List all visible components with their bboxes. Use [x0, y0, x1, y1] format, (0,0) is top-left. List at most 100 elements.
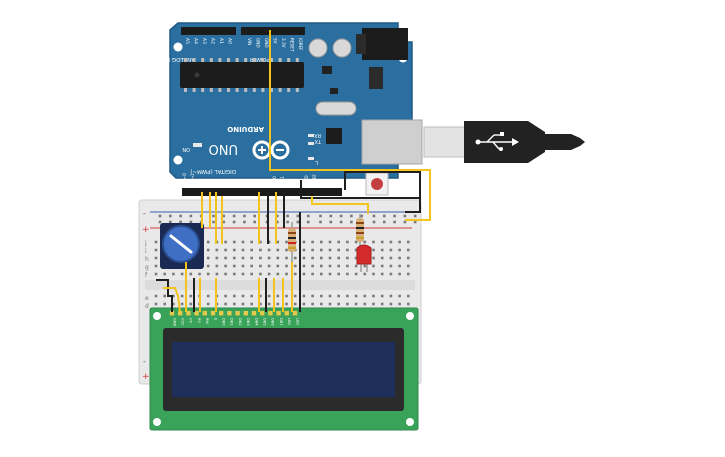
digital-header-high	[255, 188, 342, 196]
breadboard-hole	[302, 302, 306, 306]
rail-plus-label-bottom: +	[142, 372, 150, 382]
breadboard-hole	[311, 240, 314, 244]
breadboard-hole	[293, 272, 297, 276]
breadboard-hole	[328, 302, 332, 306]
power-pin-label: GND	[264, 38, 269, 48]
digital-pin-label: ~10	[272, 176, 277, 185]
wires	[156, 30, 431, 313]
breadboard-hole	[276, 256, 280, 260]
breadboard-hole	[267, 302, 271, 306]
breadboard-hole	[354, 256, 358, 260]
breadboard-hole	[241, 248, 245, 252]
digital-pin-label: AREF	[312, 174, 317, 185]
lcd-screen	[172, 342, 395, 397]
breadboard-hole	[354, 248, 358, 252]
potentiometer[interactable]	[160, 223, 204, 269]
rail-hole	[189, 214, 193, 218]
breadboard-hole	[398, 240, 401, 244]
breadboard-hole	[293, 294, 297, 298]
breadboard-hole	[302, 248, 306, 252]
breadboard-hole	[372, 256, 375, 260]
led-rx-label: RX	[314, 132, 321, 138]
breadboard-hole	[380, 256, 384, 260]
breadboard-hole	[354, 272, 358, 276]
digital-pin-label: 4	[214, 182, 219, 185]
lcd-pin-label: RS	[197, 318, 201, 323]
rail-hole	[222, 214, 226, 218]
rail-hole	[403, 220, 407, 224]
breadboard-hole	[276, 248, 280, 252]
breadboard-hole	[154, 302, 158, 306]
breadboard-hole	[354, 264, 358, 268]
breadboard-hole	[311, 302, 314, 306]
breadboard-hole	[259, 302, 262, 306]
chip-leg	[270, 88, 273, 92]
lcd-pin	[284, 311, 289, 316]
breadboard-hole	[267, 240, 271, 244]
lcd-pin-label: DB4	[254, 318, 258, 326]
digital-pin-label: ~6	[230, 178, 235, 185]
breadboard-hole	[372, 272, 375, 276]
breadboard-hole	[259, 272, 262, 276]
digital-pin-label: 12	[288, 179, 293, 185]
lcd-pin	[260, 311, 265, 316]
digital-pin-label: TX→1	[190, 173, 195, 186]
breadboard-hole	[206, 248, 210, 252]
lcd-pin-label: DB5	[263, 318, 267, 326]
breadboard-hole	[233, 302, 236, 306]
lcd-pin-label: VCC	[181, 318, 185, 326]
breadboard-hole	[293, 256, 297, 260]
rail-hole	[232, 214, 236, 218]
breadboard-hole	[189, 294, 193, 298]
breadboard-hole	[276, 240, 280, 244]
breadboard-hole	[311, 272, 314, 276]
lcd-pin	[219, 311, 224, 316]
digital-header-low	[182, 188, 262, 196]
lcd-pin	[276, 311, 281, 316]
breadboard-hole	[285, 256, 288, 260]
wire-5v	[269, 30, 431, 221]
usb-cable[interactable]	[423, 121, 585, 163]
reset-button-cap[interactable]	[371, 178, 383, 190]
breadboard-hole	[267, 272, 271, 276]
chip-notch	[194, 72, 200, 78]
breadboard-hole	[233, 264, 236, 268]
rail-hole	[319, 220, 322, 224]
breadboard-hole	[180, 294, 184, 298]
rail-hole	[306, 214, 310, 218]
rail-hole	[413, 214, 417, 218]
digital-pin-label: GND	[304, 175, 309, 185]
breadboard-hole	[241, 256, 245, 260]
rail-hole	[169, 220, 172, 224]
breadboard-hole	[241, 272, 245, 276]
breadboard-hole	[154, 272, 158, 276]
lcd-pin-label: GND	[172, 318, 176, 326]
breadboard-hole	[311, 256, 314, 260]
rail-hole	[158, 220, 162, 224]
breadboard-hole	[241, 240, 245, 244]
breadboard-hole	[189, 302, 193, 306]
analog-pin-label: A0	[227, 38, 233, 44]
breadboard-hole	[154, 294, 158, 298]
rail-hole	[329, 220, 333, 224]
power-jack[interactable]	[362, 28, 408, 60]
breadboard-hole	[267, 248, 271, 252]
breadboard-hole	[267, 256, 271, 260]
breadboard-hole	[328, 248, 332, 252]
analog-pin-label: A3	[201, 38, 207, 44]
breadboard-hole	[389, 264, 393, 268]
breadboard-hole	[363, 272, 367, 276]
breadboard-hole	[354, 302, 358, 306]
breadboard-hole	[180, 302, 184, 306]
arduino-mount-hole	[173, 42, 183, 52]
breadboard-hole	[372, 240, 375, 244]
breadboard-hole	[189, 272, 193, 276]
breadboard-hole	[198, 272, 201, 276]
wire-lcd-vcc	[163, 287, 181, 313]
breadboard-hole	[346, 256, 349, 260]
